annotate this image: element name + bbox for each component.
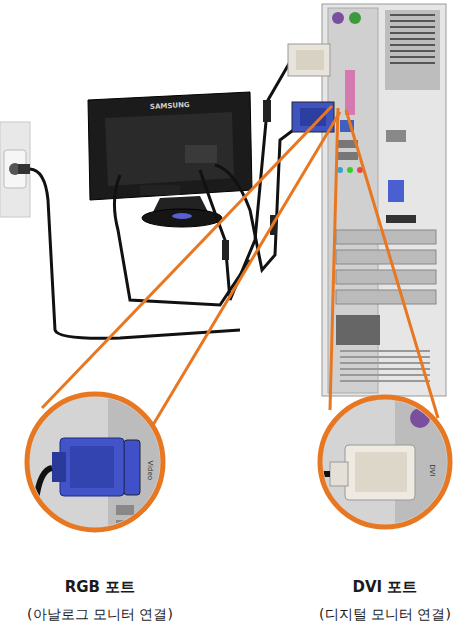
callout-line xyxy=(42,106,438,430)
pc-tower xyxy=(322,4,446,396)
port-note: (디지털 모니터 연결) xyxy=(319,606,451,623)
port-title: RGB 포트 xyxy=(65,578,136,596)
port-label: Video xyxy=(146,460,154,480)
dvi-cable xyxy=(200,62,290,300)
dvi-plug xyxy=(288,44,330,76)
port-title: DVI 포트 xyxy=(353,578,418,596)
brand-label: SAMSUNG xyxy=(150,101,190,111)
monitor xyxy=(88,92,252,200)
port-note: (아날로그 모니터 연결) xyxy=(27,606,173,623)
port-label: DVI xyxy=(428,464,436,476)
wall-socket xyxy=(0,122,30,217)
